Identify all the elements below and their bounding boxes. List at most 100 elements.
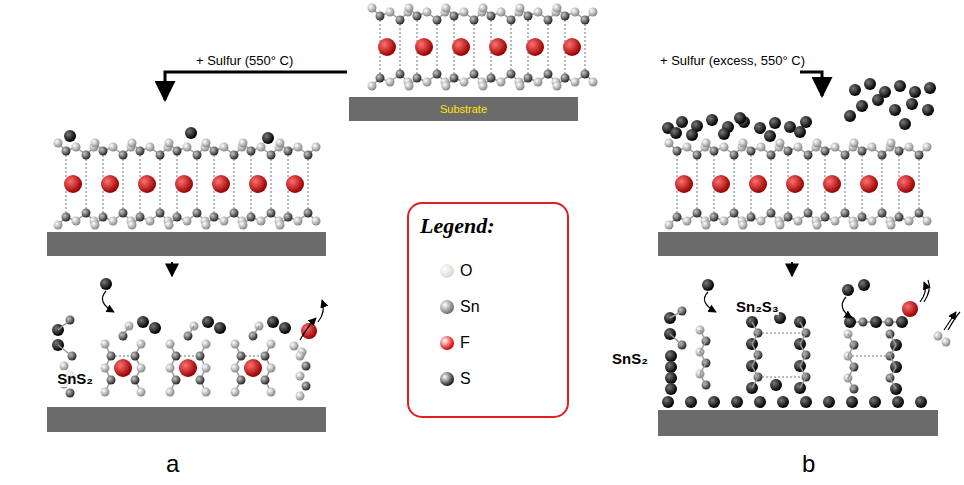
atom	[72, 143, 81, 152]
atom	[878, 151, 887, 160]
atom	[257, 143, 266, 152]
atom	[885, 318, 894, 327]
atom	[137, 364, 146, 373]
phase-label: SnS₂	[612, 350, 648, 367]
atom	[665, 350, 677, 362]
bond	[890, 356, 896, 367]
atom	[887, 139, 896, 148]
atom	[91, 221, 100, 230]
atom	[685, 396, 697, 408]
atom	[149, 322, 161, 334]
bond	[800, 355, 806, 366]
atom	[479, 4, 488, 13]
atom	[396, 16, 405, 25]
atom	[846, 396, 858, 408]
atom	[284, 147, 293, 156]
atom	[665, 361, 677, 373]
atom	[739, 139, 748, 148]
atom	[844, 316, 856, 328]
bond	[800, 344, 806, 355]
atom	[131, 352, 140, 361]
atom	[712, 175, 730, 193]
atom	[64, 175, 82, 193]
atom	[831, 217, 840, 226]
atom	[470, 16, 479, 25]
motion-arrow	[300, 318, 316, 340]
atom	[718, 128, 730, 140]
atom	[754, 122, 766, 134]
atom	[868, 217, 877, 226]
atom	[776, 139, 785, 148]
atom	[386, 8, 395, 17]
atom	[813, 221, 822, 230]
atom	[524, 12, 533, 21]
legend-text: Sn	[460, 298, 480, 316]
atom	[534, 78, 543, 87]
reaction-condition: + Sulfur (excess, 550° C)	[660, 53, 805, 68]
atom	[489, 38, 507, 56]
reaction-condition: + Sulfur (550° C)	[196, 53, 293, 68]
atom	[368, 82, 377, 91]
step-arrow	[791, 262, 793, 276]
atom	[294, 217, 303, 226]
atom	[731, 396, 743, 408]
legend-swatch	[440, 264, 454, 278]
legend-entry: Sn	[440, 298, 480, 316]
atom	[137, 340, 146, 349]
atom	[378, 38, 396, 56]
atom	[856, 100, 868, 112]
legend-entry: F	[440, 334, 470, 352]
atom	[561, 12, 570, 21]
atom	[915, 151, 924, 160]
bond	[852, 356, 890, 357]
atom	[202, 139, 211, 148]
atom	[156, 209, 165, 218]
motion-arrow	[924, 280, 929, 302]
atom	[858, 213, 867, 222]
legend-entry: S	[440, 370, 471, 388]
atom	[702, 279, 714, 291]
atom	[676, 116, 688, 128]
atom	[304, 209, 313, 218]
bond	[848, 367, 854, 378]
atom	[231, 388, 240, 397]
atom	[231, 364, 240, 373]
atom	[776, 221, 785, 230]
legend-swatch	[440, 372, 454, 386]
reaction-arrow	[165, 72, 347, 100]
atom	[841, 151, 850, 160]
atom	[267, 316, 279, 328]
motion-arrow	[948, 312, 960, 330]
substrate	[47, 407, 326, 432]
bond	[752, 366, 758, 377]
atom	[231, 340, 240, 349]
atom	[146, 143, 155, 152]
atom	[662, 396, 674, 408]
substrate-band: Substrate	[349, 97, 578, 121]
bond	[400, 20, 401, 74]
bond	[919, 155, 920, 213]
atom	[923, 217, 932, 226]
atom	[239, 139, 248, 148]
atom	[665, 139, 674, 148]
atom	[107, 352, 116, 361]
atom	[905, 143, 914, 152]
atom	[312, 143, 321, 152]
atom	[870, 316, 882, 328]
atom	[244, 359, 262, 377]
bond	[771, 155, 772, 213]
atom	[296, 392, 305, 401]
atom	[800, 116, 812, 128]
bond	[752, 322, 758, 333]
atom	[247, 147, 256, 156]
step-arrow	[171, 262, 173, 276]
bond	[160, 155, 161, 213]
atom	[909, 86, 921, 98]
atom	[823, 396, 835, 408]
atom	[923, 143, 932, 152]
atom	[710, 147, 719, 156]
atom	[497, 8, 506, 17]
bond	[670, 311, 682, 318]
atom	[915, 209, 924, 218]
panel-label: a	[166, 450, 179, 478]
